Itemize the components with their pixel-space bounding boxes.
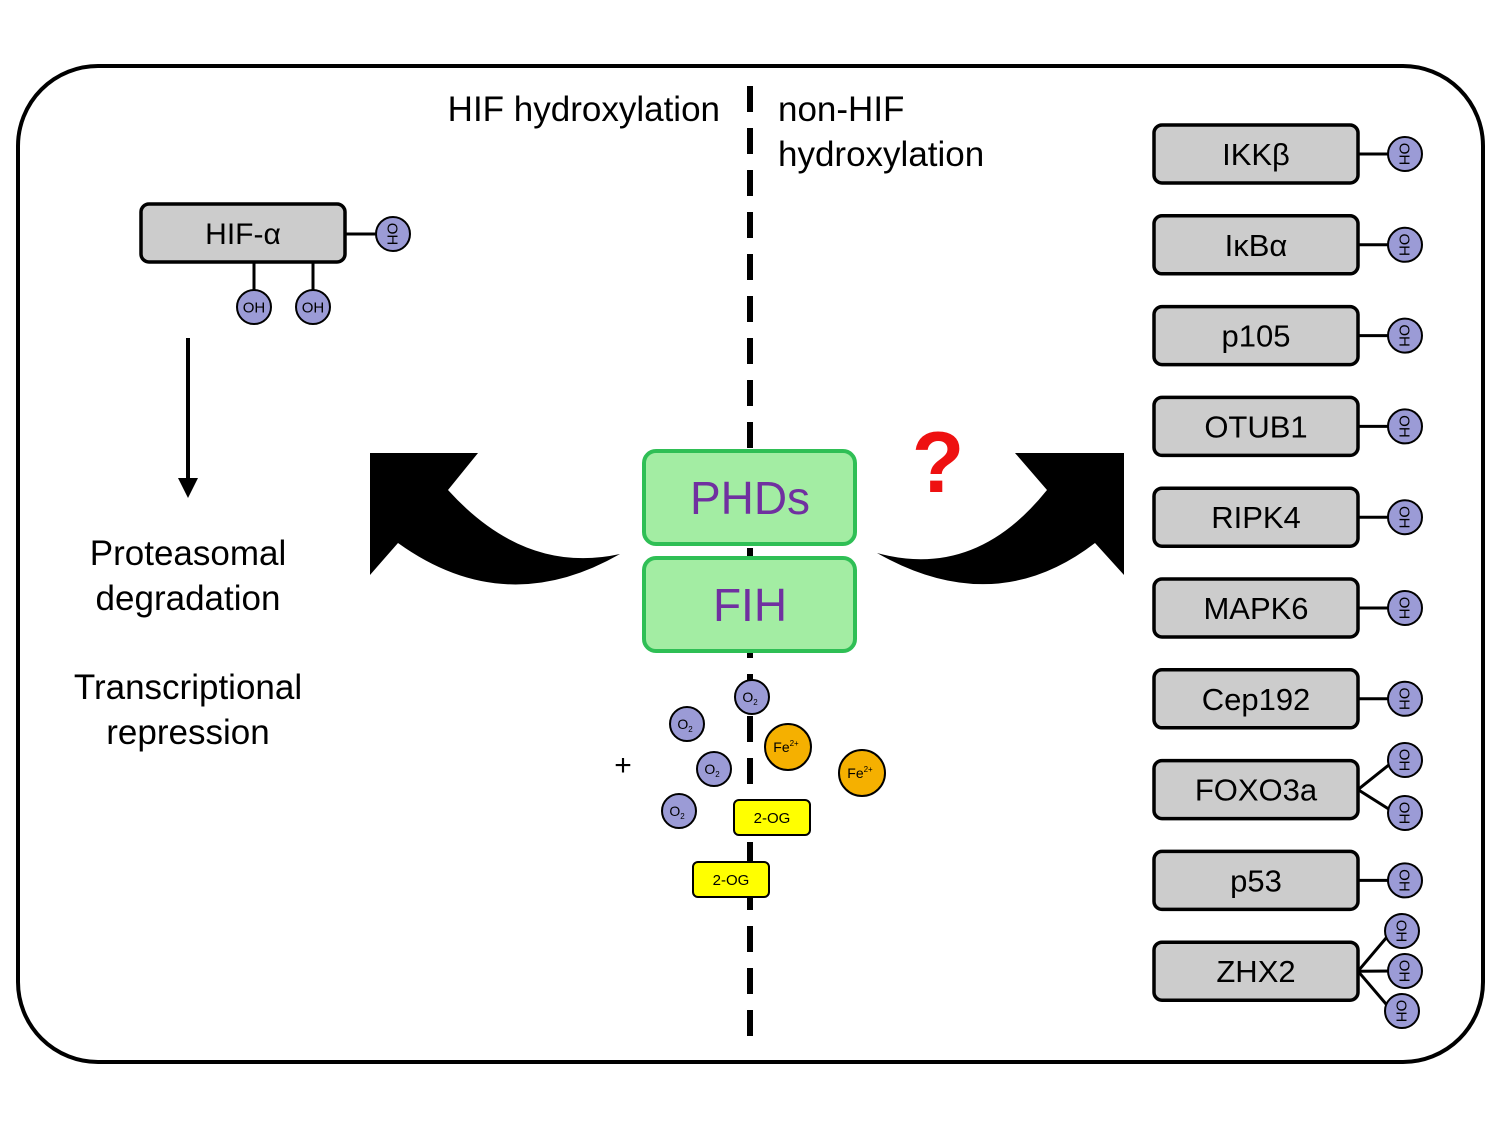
svg-text:OH: OH bbox=[1396, 688, 1413, 711]
curved-arrow-left-icon bbox=[370, 453, 620, 585]
oh-group: OH bbox=[1387, 590, 1423, 626]
oxygen-molecule: O2 bbox=[669, 706, 705, 742]
substrate-box bbox=[1152, 668, 1360, 730]
substrate-protein: IKKβ OH bbox=[1152, 123, 1423, 185]
oh-group: OH bbox=[1384, 993, 1420, 1029]
svg-text:Fe2+: Fe2+ bbox=[847, 765, 873, 781]
oxygen-molecule: O2 bbox=[696, 751, 732, 787]
substrate-protein: p105 OH bbox=[1152, 304, 1423, 367]
outcome-proteasomal: Proteasomal bbox=[90, 534, 286, 573]
substrate-box bbox=[1152, 395, 1360, 458]
substrate-box bbox=[1152, 940, 1360, 1002]
outcome-repression: repression bbox=[106, 713, 269, 752]
phds-box bbox=[642, 449, 857, 546]
svg-text:Fe2+: Fe2+ bbox=[773, 739, 799, 755]
substrate-label: p53 bbox=[1230, 863, 1282, 898]
two-og-molecule: 2-OG bbox=[692, 861, 770, 898]
svg-text:OH: OH bbox=[1396, 415, 1413, 438]
question-mark: ? bbox=[912, 415, 965, 511]
svg-text:OH: OH bbox=[1396, 960, 1413, 983]
substrate-box bbox=[1152, 123, 1360, 185]
substrate-box bbox=[1152, 849, 1360, 912]
outcome-degradation: degradation bbox=[96, 579, 281, 618]
oh-group: OH bbox=[1384, 913, 1420, 949]
svg-text:O2: O2 bbox=[704, 761, 720, 779]
svg-text:OH: OH bbox=[384, 223, 401, 246]
oh-group: OH bbox=[1387, 317, 1423, 354]
oh-group: OH bbox=[1387, 680, 1423, 717]
header-non-hif-line2: hydroxylation bbox=[778, 135, 984, 174]
substrate-box bbox=[1152, 304, 1360, 367]
svg-text:OH: OH bbox=[1396, 749, 1413, 772]
svg-text:O2: O2 bbox=[669, 803, 685, 821]
svg-text:OH: OH bbox=[1396, 234, 1413, 256]
oh-group: OH bbox=[1387, 499, 1423, 536]
oxygen-molecule: O2 bbox=[734, 679, 770, 715]
substrate-box bbox=[1152, 577, 1360, 639]
svg-text:OH: OH bbox=[1396, 597, 1413, 620]
svg-text:OH: OH bbox=[1393, 1000, 1410, 1023]
oxygen-molecule: O2 bbox=[661, 793, 697, 829]
oh-group: OH bbox=[1387, 136, 1423, 172]
oh-group: OH bbox=[1387, 226, 1423, 263]
outcome-transcriptional: Transcriptional bbox=[74, 668, 302, 707]
oh-group: OH bbox=[375, 216, 411, 252]
substrate-label: IKKβ bbox=[1222, 137, 1290, 172]
svg-text:OH: OH bbox=[1396, 869, 1413, 892]
substrate-label: OTUB1 bbox=[1204, 409, 1307, 444]
svg-text:2-OG: 2-OG bbox=[754, 810, 791, 827]
substrate-protein: p53 OH bbox=[1152, 849, 1423, 912]
substrate-protein: MAPK6 OH bbox=[1152, 577, 1423, 639]
header-hif-hydroxylation: HIF hydroxylation bbox=[448, 90, 720, 129]
two-og-molecule: 2-OG bbox=[733, 799, 811, 836]
oh-group: OH bbox=[295, 289, 331, 325]
substrate-box bbox=[1152, 214, 1360, 276]
svg-text:O2: O2 bbox=[742, 689, 758, 707]
phds-label: PHDs bbox=[690, 472, 810, 524]
down-arrow-icon bbox=[178, 338, 198, 498]
substrate-label: MAPK6 bbox=[1203, 591, 1308, 626]
oh-group: OH bbox=[1387, 862, 1423, 899]
substrate-label: RIPK4 bbox=[1211, 500, 1301, 535]
svg-text:OH: OH bbox=[1396, 324, 1413, 347]
oh-group: OH bbox=[236, 289, 272, 325]
svg-text:OH: OH bbox=[1396, 802, 1413, 825]
svg-text:OH: OH bbox=[302, 300, 325, 317]
substrate-protein: OTUB1 OH bbox=[1152, 395, 1423, 458]
header-non-hif-line1: non-HIF bbox=[778, 90, 904, 129]
iron-ion: Fe2+ bbox=[838, 749, 886, 797]
svg-text:OH: OH bbox=[1396, 143, 1413, 166]
oh-group: OH bbox=[1387, 408, 1423, 445]
oh-group: OH bbox=[1387, 795, 1423, 831]
fih-label: FIH bbox=[713, 579, 787, 631]
oh-group: OH bbox=[1387, 742, 1423, 778]
plus-sign: + bbox=[614, 749, 632, 782]
substrate-label: p105 bbox=[1222, 319, 1291, 354]
hif-alpha-protein: HIF-α OH OH OH bbox=[139, 202, 411, 325]
substrate-label: ZHX2 bbox=[1216, 954, 1295, 989]
substrate-protein: RIPK4 OH bbox=[1152, 486, 1423, 548]
substrate-label: FOXO3a bbox=[1195, 773, 1318, 808]
svg-text:2-OG: 2-OG bbox=[713, 872, 750, 889]
hif-alpha-label: HIF-α bbox=[205, 218, 281, 251]
svg-text:OH: OH bbox=[1393, 920, 1410, 943]
curved-arrow-right-icon bbox=[877, 453, 1124, 585]
substrate-protein: IκBα OH bbox=[1152, 214, 1423, 276]
substrate-protein: Cep192 OH bbox=[1152, 668, 1423, 730]
svg-text:O2: O2 bbox=[677, 716, 693, 734]
substrate-box bbox=[1152, 486, 1360, 548]
substrate-label: Cep192 bbox=[1202, 682, 1311, 717]
substrate-box bbox=[1152, 758, 1360, 821]
oh-group: OH bbox=[1387, 953, 1423, 989]
substrate-label: IκBα bbox=[1225, 228, 1288, 263]
hif-alpha-box bbox=[139, 202, 347, 264]
svg-text:OH: OH bbox=[243, 300, 266, 317]
fih-box bbox=[642, 556, 857, 653]
iron-ion: Fe2+ bbox=[764, 723, 812, 771]
svg-text:OH: OH bbox=[1396, 506, 1413, 529]
